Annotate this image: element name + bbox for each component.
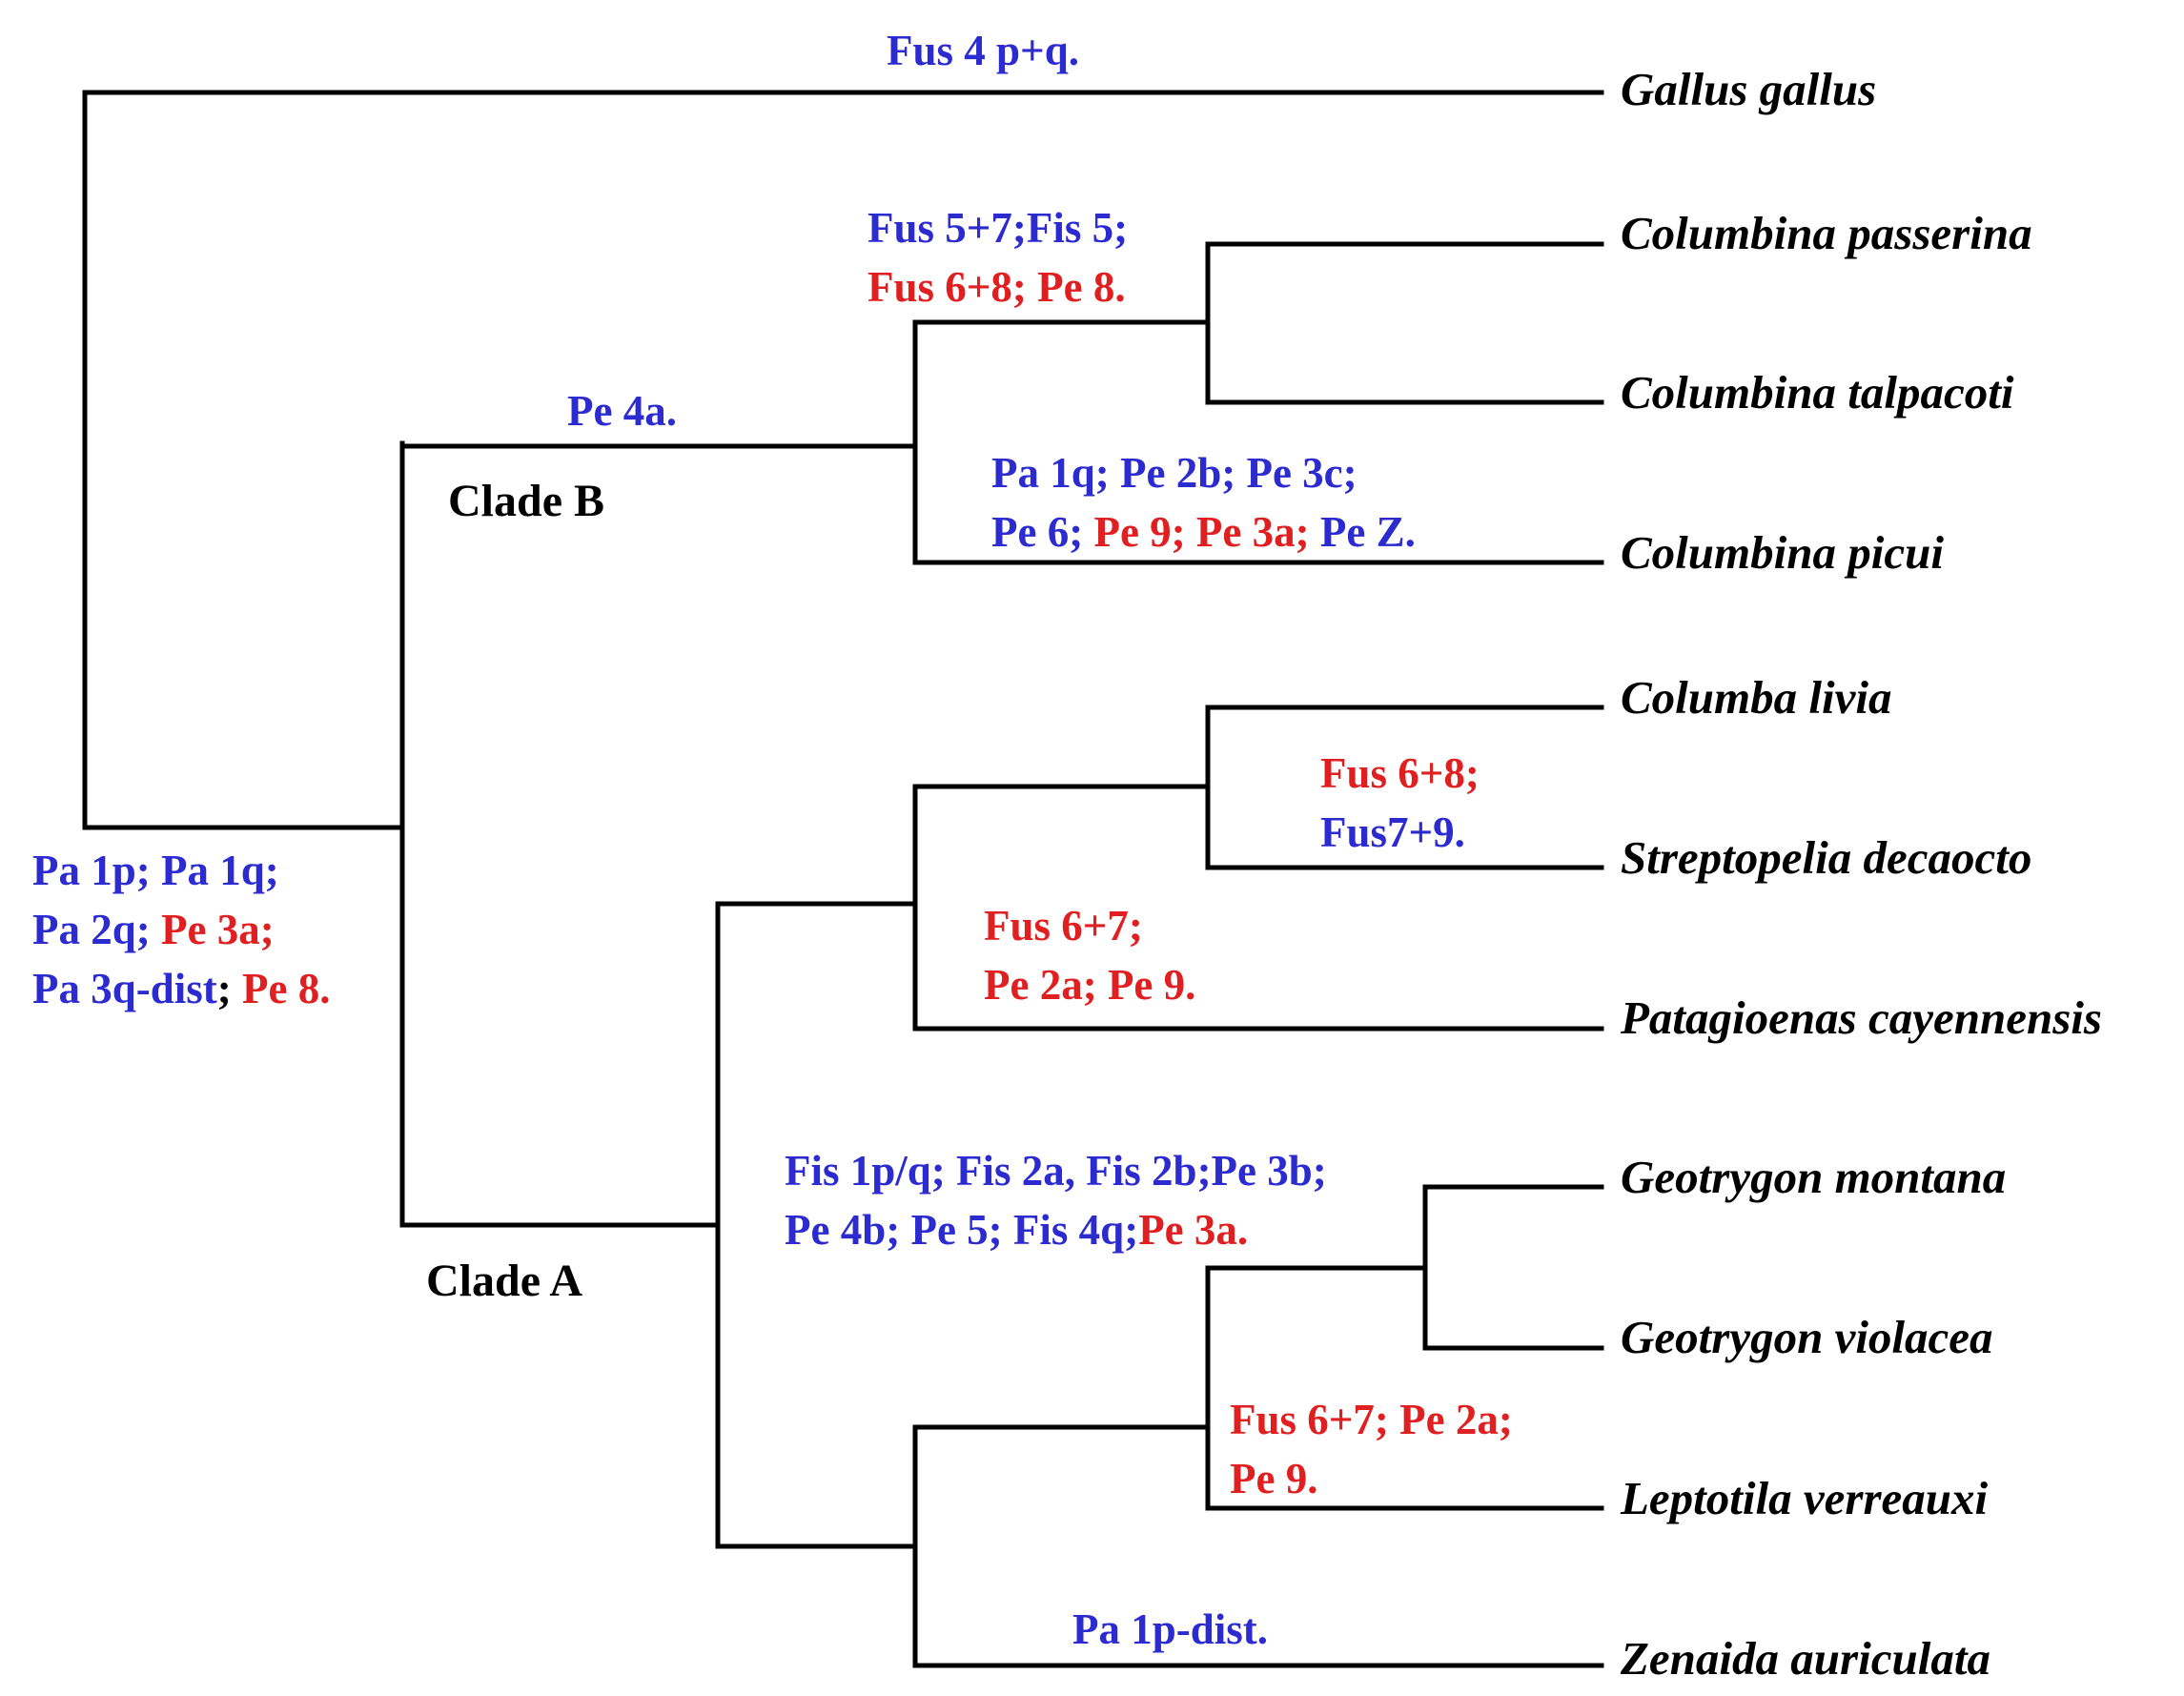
clade-label-b: Clade B: [448, 476, 605, 526]
taxon-label-cayennensis: Patagioenas cayennensis: [1621, 991, 2102, 1044]
annotation-segment: Pa 1q; Pe 2b; Pe 3c;: [991, 449, 1357, 497]
annotation-line: Pa 3q-dist; Pe 8.: [32, 959, 331, 1018]
taxon-label-livia: Columba livia: [1621, 671, 1892, 724]
annotation-segment: Pe 9; Pe 3a;: [1093, 508, 1320, 556]
annotation-segment: Fus 6+8;: [1320, 749, 1480, 797]
annotation-line: Fus 6+8; Pe 8.: [867, 257, 1128, 317]
annotation-clade-b-branch: Pe 4a.: [567, 381, 677, 440]
annotation-line: Fis 1p/q; Fis 2a, Fis 2b;Pe 3b;: [785, 1141, 1327, 1200]
taxon-label-gallus: Gallus gallus: [1621, 63, 1877, 115]
annotation-livia-decaocto-node: Fus 6+8; Fus7+9.: [1320, 744, 1480, 862]
taxon-label-auriculata: Zenaida auriculata: [1621, 1632, 1990, 1685]
annotation-line: Pa 1p-dist.: [1072, 1600, 1268, 1659]
annotation-line: Fus 6+7; Pe 2a;: [1230, 1390, 1513, 1449]
annotation-segment: Pe 4a.: [567, 387, 677, 435]
annotation-cayennensis-branch: Fus 6+7; Pe 2a; Pe 9.: [984, 896, 1195, 1014]
annotation-segment: Pe 9.: [1230, 1455, 1318, 1502]
clade-label-a: Clade A: [426, 1256, 583, 1306]
taxon-label-decaocto: Streptopelia decaocto: [1621, 831, 2032, 884]
annotation-picui-branch: Pa 1q; Pe 2b; Pe 3c; Pe 6; Pe 9; Pe 3a; P…: [991, 443, 1416, 562]
annotation-segment: Pa 1p-dist.: [1072, 1605, 1269, 1653]
annotation-line: Pa 2q; Pe 3a;: [32, 900, 331, 959]
annotation-segment: Pe 3a.: [1138, 1206, 1249, 1254]
annotation-segment: Fus 4 p+q.: [887, 27, 1079, 74]
annotation-line: Fus 5+7;Fis 5;: [867, 198, 1128, 257]
annotation-segment: Fus 6+7;: [984, 902, 1143, 950]
annotation-line: Pe 9.: [1230, 1449, 1513, 1508]
annotation-line: Fus 4 p+q.: [887, 21, 1079, 80]
annotation-segment: Pe 4b; Pe 5; Fis 4q;: [785, 1206, 1139, 1254]
annotation-line: Pa 1q; Pe 2b; Pe 3c;: [991, 443, 1416, 502]
annotation-segment: Fus 5+7;Fis 5;: [867, 204, 1129, 252]
annotation-segment: Pa 2q;: [32, 906, 161, 953]
annotation-line: Pe 6; Pe 9; Pe 3a; Pe Z.: [991, 502, 1416, 562]
annotation-segment: Pe 2a; Pe 9.: [984, 961, 1196, 1009]
annotation-segment: Pa 1p; Pa 1q;: [32, 847, 279, 894]
annotation-line: Pa 1p; Pa 1q;: [32, 841, 331, 900]
taxon-label-verreauxi: Leptotila verreauxi: [1621, 1472, 1989, 1524]
annotation-auriculata-branch: Pa 1p-dist.: [1072, 1600, 1268, 1659]
taxon-label-violacea: Geotrygon violacea: [1621, 1311, 1993, 1363]
annotation-segment: Fus 6+7; Pe 2a;: [1230, 1396, 1513, 1443]
annotation-line: Pe 2a; Pe 9.: [984, 955, 1195, 1014]
annotation-passerina-talpacoti-node: Fus 5+7;Fis 5; Fus 6+8; Pe 8.: [867, 198, 1128, 317]
annotation-segment: Pe 3a;: [161, 906, 275, 953]
annotation-segment: Pe 8.: [242, 965, 331, 1012]
annotation-verreauxi-node: Fus 6+7; Pe 2a; Pe 9.: [1230, 1390, 1513, 1508]
taxon-label-montana: Geotrygon montana: [1621, 1151, 2007, 1203]
annotation-segment: ;: [216, 965, 243, 1012]
taxon-label-picui: Columbina picui: [1621, 526, 1945, 579]
taxon-label-passerina: Columbina passerina: [1621, 207, 2032, 259]
annotation-line: Fus 6+8;: [1320, 744, 1480, 803]
annotation-segment: Pe 6;: [991, 508, 1094, 556]
annotation-line: Fus 6+7;: [984, 896, 1195, 955]
annotation-line: Fus7+9.: [1320, 803, 1480, 862]
annotation-segment: Pa 3q-dist: [32, 965, 217, 1012]
annotation-segment: Fus 6+8; Pe 8.: [867, 263, 1126, 311]
annotation-gallus-branch: Fus 4 p+q.: [887, 21, 1079, 80]
annotation-segment: Pe Z.: [1319, 508, 1416, 556]
taxon-label-talpacoti: Columbina talpacoti: [1621, 366, 2014, 419]
annotation-root-node: Pa 1p; Pa 1q;Pa 2q; Pe 3a;Pa 3q-dist; Pe…: [32, 841, 331, 1018]
annotation-segment: Fus7+9.: [1320, 808, 1465, 856]
annotation-line: Pe 4a.: [567, 381, 677, 440]
annotation-geotrygon-node: Fis 1p/q; Fis 2a, Fis 2b;Pe 3b; Pe 4b; Pe…: [785, 1141, 1327, 1259]
annotation-segment: Fis 1p/q; Fis 2a, Fis 2b;Pe 3b;: [785, 1147, 1327, 1195]
annotation-line: Pe 4b; Pe 5; Fis 4q;Pe 3a.: [785, 1200, 1327, 1259]
